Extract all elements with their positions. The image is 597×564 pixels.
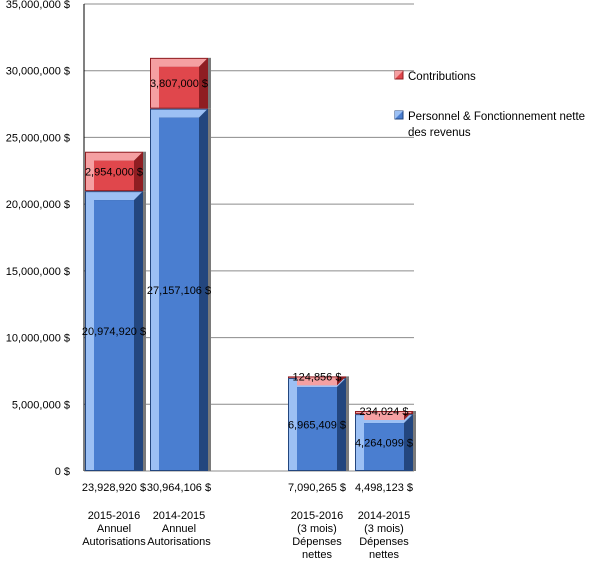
y-tick-label: 10,000,000 $ bbox=[6, 333, 70, 345]
bar-segment-shadow bbox=[413, 414, 416, 471]
legend-label: des revenus bbox=[408, 127, 471, 139]
bar-segment-shadow bbox=[143, 191, 146, 471]
bar-1-0 bbox=[159, 117, 199, 471]
data-label: 2,954,000 $ bbox=[85, 166, 143, 178]
y-tick-label: 25,000,000 $ bbox=[6, 132, 70, 144]
legend-label: Personnel & Fonctionnement nette bbox=[408, 111, 585, 123]
bar-segment-bevel-light bbox=[289, 379, 345, 470]
bar-segment-bevel-light bbox=[356, 411, 412, 420]
bar-segment-bevel-light bbox=[86, 192, 142, 470]
bar-0-0 bbox=[94, 200, 134, 470]
x-category-label: Autorisations bbox=[147, 536, 211, 548]
x-category-label: (3 mois) bbox=[364, 523, 404, 535]
x-category-label: nettes bbox=[302, 549, 332, 561]
total-label: 23,928,920 $ bbox=[82, 482, 146, 494]
x-category-label: Dépenses bbox=[292, 536, 342, 548]
data-label: 27,157,106 $ bbox=[147, 285, 211, 297]
bar-segment-border bbox=[288, 376, 346, 379]
x-category-label: Autorisations bbox=[82, 536, 146, 548]
data-label: 234,024 $ bbox=[360, 406, 409, 418]
x-category-label: (3 mois) bbox=[297, 523, 337, 535]
bar-segment-bevel-light bbox=[356, 415, 412, 470]
bar-segment-bevel-light bbox=[86, 152, 142, 191]
bar-segment-shadow bbox=[346, 376, 349, 379]
y-tick-label: 30,000,000 $ bbox=[6, 66, 70, 78]
y-tick-label: 15,000,000 $ bbox=[6, 266, 70, 278]
bar-segment-bevel-dark bbox=[337, 377, 345, 386]
bar-segment-bevel-dark bbox=[404, 415, 412, 470]
total-label: 30,964,106 $ bbox=[147, 482, 211, 494]
legend-swatch-highlight bbox=[395, 71, 403, 79]
x-category-label: 2015-2016 bbox=[291, 510, 344, 522]
y-tick-label: 20,000,000 $ bbox=[6, 199, 70, 211]
bar-segment-shadow bbox=[208, 57, 211, 109]
x-category-label: 2014-2015 bbox=[358, 510, 411, 522]
bar-segment-bevel-light bbox=[151, 58, 207, 108]
total-label: 4,498,123 $ bbox=[355, 482, 413, 494]
data-label: 3,807,000 $ bbox=[150, 78, 208, 90]
x-category-label: 2014-2015 bbox=[153, 510, 206, 522]
y-tick-label: 5,000,000 $ bbox=[12, 399, 70, 411]
bar-segment-shadow bbox=[346, 378, 349, 471]
bar-segment-bevel-light bbox=[289, 377, 345, 386]
legend-swatch-highlight bbox=[395, 111, 403, 119]
bar-segment-bevel-dark bbox=[134, 192, 142, 470]
data-label: 20,974,920 $ bbox=[82, 326, 146, 338]
x-category-label: Annuel bbox=[162, 523, 196, 535]
bar-segment-shadow bbox=[143, 151, 146, 192]
y-tick-label: 0 $ bbox=[55, 466, 70, 478]
x-category-label: 2015-2016 bbox=[88, 510, 141, 522]
bar-segment-shadow bbox=[413, 410, 416, 415]
bar-3-0 bbox=[364, 423, 404, 470]
bar-segment-shadow bbox=[208, 108, 211, 472]
y-tick-label: 35,000,000 $ bbox=[6, 0, 70, 11]
bar-segment-bevel-dark bbox=[199, 58, 207, 108]
bar-segment-bevel-dark bbox=[134, 152, 142, 191]
data-label: 124,856 $ bbox=[293, 371, 342, 383]
data-label: 4,264,099 $ bbox=[355, 438, 413, 450]
bar-0-1 bbox=[94, 160, 134, 191]
bar-2-0 bbox=[297, 387, 337, 470]
bar-segment-bevel-dark bbox=[404, 411, 412, 420]
data-label: 6,965,409 $ bbox=[288, 420, 346, 432]
total-label: 7,090,265 $ bbox=[288, 482, 346, 494]
bar-segment-bevel-dark bbox=[337, 379, 345, 470]
x-category-label: Dépenses bbox=[359, 536, 409, 548]
legend-label: Contributions bbox=[408, 71, 476, 83]
bar-1-1 bbox=[159, 66, 199, 108]
bar-segment-bevel-light bbox=[151, 109, 207, 471]
bar-segment-bevel-dark bbox=[199, 109, 207, 471]
x-category-label: Annuel bbox=[97, 523, 131, 535]
x-category-label: nettes bbox=[369, 549, 399, 561]
